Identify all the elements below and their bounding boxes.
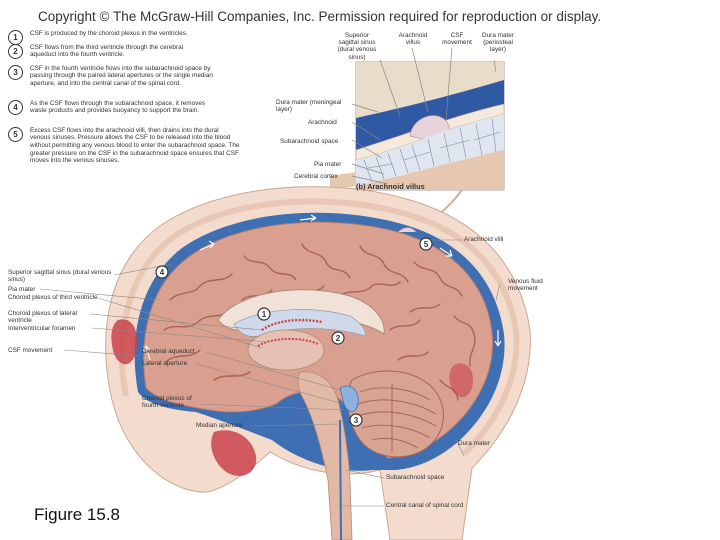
label-choroid-plexus-fourth-ventricle: Choroid plexus of fourth ventricle [142,395,192,410]
step-number: 2 [8,43,23,59]
label-choroid-plexus-third-ventricle: Choroid plexus of third ventricle [8,294,98,301]
label-median-aperture: Median aperture [196,422,243,429]
label-central-canal: Central canal of spinal cord [386,502,464,509]
marker-4-label: 4 [160,268,165,277]
step-2: 2 CSF flows from the third ventricle thr… [4,43,210,59]
label-csf-movement: CSF movement [8,347,53,354]
cerebral-gyri [163,243,476,401]
inset-label-csf-movement: CSF movement [442,32,472,47]
step-text: CSF in the fourth ventricle flows into t… [30,64,213,87]
inset-label-arachnoid-villus: Arachnoid villus [398,32,428,47]
marker-1-label: 1 [262,310,267,319]
inset-label-cerebral-cortex: Cerebral cortex [294,173,338,180]
cerebellum-folia [357,384,437,452]
inset-label-superior-sagittal-sinus: Superior sagittal sinus (dural venous si… [337,32,377,61]
marker-2: 2 [331,331,345,345]
inset-label-subarachnoid-space: Subarachnoid space [280,138,339,145]
marker-3: 3 [349,413,363,427]
step-text: As the CSF flows through the subarachnoi… [30,99,206,115]
step-number: 3 [8,64,23,80]
step-4: 4 As the CSF flows through the subarachn… [4,99,210,115]
label-choroid-plexus-lateral-ventricle: Choroid plexus of lateral ventricle [8,310,77,325]
inset-label-arachnoid: Arachnoid [308,119,337,126]
step-markers: 1 2 3 4 5 [155,237,433,427]
inset-label-dura-periosteal: Dura mater (periosteal layer) [482,32,514,54]
step-5: 5 Excess CSF flows into the arachnoid vi… [4,126,240,165]
step-number: 5 [8,126,23,142]
label-arachnoid-villi: Arachnoid villi [464,236,504,243]
marker-5-label: 5 [424,240,429,249]
step-text: CSF flows from the third ventricle throu… [30,43,184,59]
label-dura-mater: Dura mater [458,440,490,447]
figure-caption: Figure 15.8 [34,505,120,524]
csf-flow-arrows [142,214,502,361]
step-text: Excess CSF flows into the arachnoid vill… [30,126,240,165]
inset-label-pia-mater: Pia mater [314,161,342,168]
marker-1: 1 [257,307,271,321]
marker-5: 5 [419,237,433,251]
label-lateral-aperture: Lateral aperture [142,360,188,367]
copyright-notice: Copyright © The McGraw-Hill Companies, I… [38,9,602,24]
label-interventricular-foramen: Interventricular foramen [8,325,76,332]
marker-2-label: 2 [336,334,341,343]
step-number: 4 [8,99,23,115]
step-3: 3 CSF in the fourth ventricle flows into… [4,64,220,88]
label-superior-sagittal-sinus: Superior sagittal sinus (dural venous si… [8,269,112,284]
arachnoid-villus-inset [330,61,505,191]
label-cerebral-aqueduct: Cerebral aqueduct [142,348,195,355]
step-text: CSF is produced by the choroid plexus in… [30,30,188,37]
inset-label-dura-meningeal: Dura mater (meningeal layer) [276,99,342,114]
label-subarachnoid-space: Subarachnoid space [386,474,445,481]
inset-caption: (b) Arachnoid villus [356,182,425,191]
marker-4: 4 [155,265,169,279]
label-venous-fluid-movement: Venous fluid movement [508,278,543,293]
marker-3-label: 3 [354,416,359,425]
brain-sagittal-section [105,186,531,540]
label-pia-mater: Pia mater [8,286,36,293]
step-list: 1 CSF is produced by the choroid plexus … [4,30,294,171]
